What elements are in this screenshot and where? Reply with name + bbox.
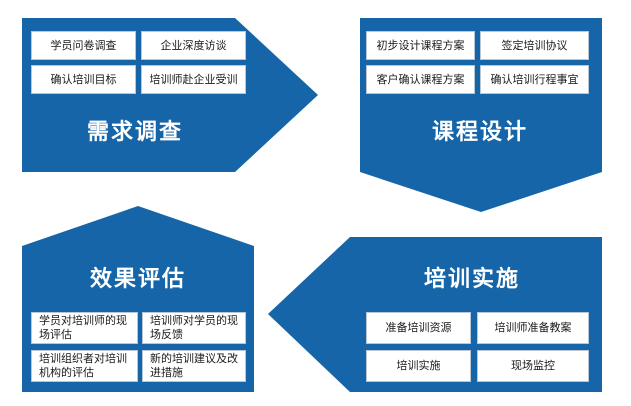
implement-item-4: 现场监控 — [477, 350, 589, 382]
needs-stage-title: 需求调查 — [86, 120, 183, 145]
implement-item-3: 培训实施 — [366, 350, 471, 382]
design-stage-title: 课程设计 — [431, 120, 528, 145]
evaluate-item-1: 学员对培训师的现场评估 — [31, 312, 138, 344]
implement-item-2: 培训师准备教案 — [477, 312, 589, 344]
implement-stage-title: 培训实施 — [423, 267, 520, 292]
needs-item-3: 确认培训目标 — [31, 65, 136, 94]
design-item-2: 签定培训协议 — [480, 31, 589, 60]
evaluate-item-4: 新的培训建议及改进措施 — [142, 350, 246, 382]
evaluate-item-3: 培训组织者对培训机构的评估 — [31, 350, 138, 382]
design-item-1: 初步设计课程方案 — [366, 31, 475, 60]
needs-item-4: 培训师赴企业受训 — [141, 65, 246, 94]
needs-item-2: 企业深度访谈 — [141, 31, 246, 60]
evaluate-stage-arrow — [22, 206, 254, 392]
evaluate-stage-title: 效果评估 — [89, 267, 186, 292]
needs-item-1: 学员问卷调查 — [31, 31, 136, 60]
design-item-3: 客户确认课程方案 — [366, 65, 475, 94]
implement-item-1: 准备培训资源 — [366, 312, 471, 344]
evaluate-item-2: 培训师对学员的现场反馈 — [142, 312, 246, 344]
design-item-4: 确认培训行程事宜 — [480, 65, 589, 94]
